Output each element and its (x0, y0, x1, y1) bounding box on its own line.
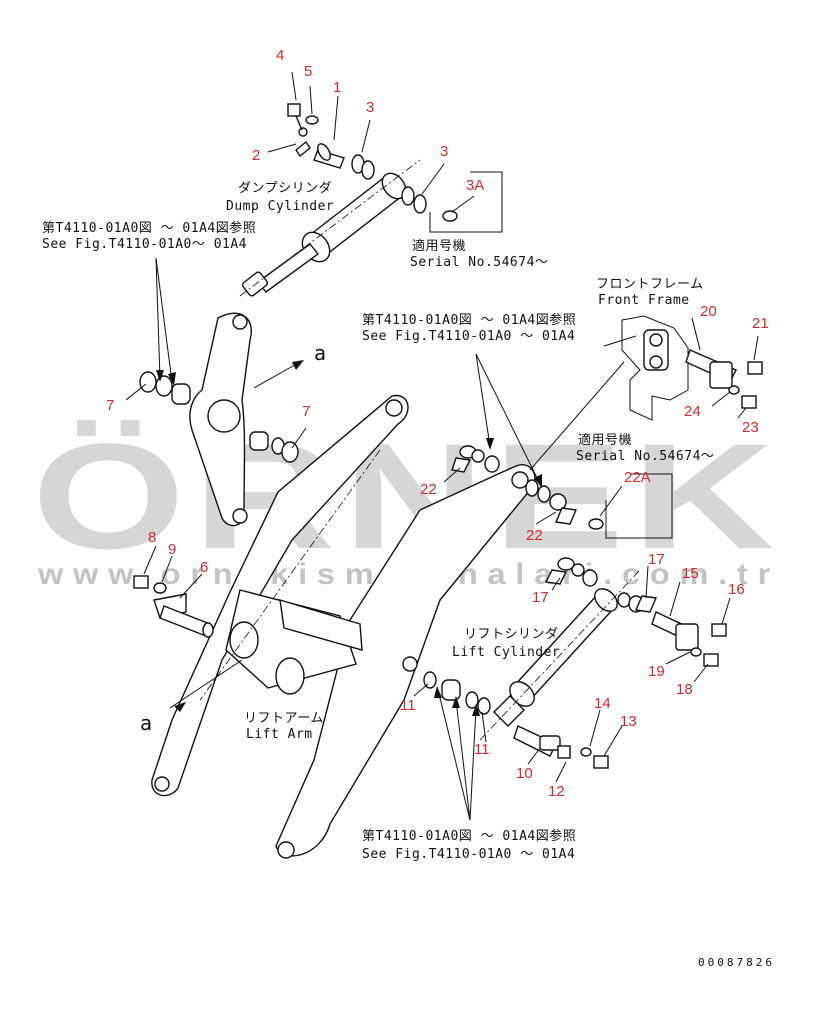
serial-note-1-en: Serial No.54674～ (410, 255, 548, 270)
callout-6: 6 (200, 559, 208, 576)
lift-arm-label-en: Lift Arm (246, 727, 313, 742)
callout-13: 13 (620, 713, 637, 730)
callout-11-left: 11 (400, 697, 416, 714)
callout-1: 1 (333, 79, 341, 96)
section-marker-a-upper: a (314, 341, 327, 365)
lift-cylinder-label-en: Lift Cylinder (452, 645, 560, 660)
callout-11-right: 11 (474, 741, 490, 758)
callout-18: 18 (676, 681, 693, 698)
lift-cylinder-drawing (423, 557, 727, 769)
callout-7-left: 7 (106, 397, 114, 414)
pin-6-drawing (133, 575, 214, 638)
leader-lines (125, 71, 759, 821)
labels: ダンプシリンダ Dump Cylinder 第T4110-01A0図 ～ 01A… (42, 181, 775, 969)
callout-4: 4 (276, 47, 284, 64)
callout-20: 20 (700, 303, 717, 320)
callout-3A: 3A (466, 177, 484, 194)
callout-5: 5 (304, 63, 312, 80)
callout-7-right: 7 (302, 403, 310, 420)
ref-note-3-jp: 第T4110-01A0図 ～ 01A4図参照 (362, 828, 576, 844)
lift-arm-drawing (151, 394, 536, 859)
front-frame-drawing (621, 315, 763, 421)
lift-arm-label-jp: リフトアーム (244, 711, 324, 726)
callout-21: 21 (752, 315, 769, 332)
lift-cylinder-label-jp: リフトシリンダ (464, 627, 559, 642)
bushings-22-drawing (451, 445, 673, 539)
serial-note-1-jp: 適用号機 (412, 238, 466, 254)
callout-15: 15 (682, 565, 699, 582)
callout-14: 14 (594, 695, 611, 712)
callout-3-lower: 3 (440, 143, 448, 160)
dump-cylinder-drawing (239, 103, 503, 297)
ref-note-1-jp: 第T4110-01A0図 ～ 01A4図参照 (42, 220, 256, 236)
drawing-number: 00087826 (698, 956, 775, 969)
callout-9: 9 (168, 541, 176, 558)
callout-22-right: 22 (526, 527, 543, 544)
callouts: 1 2 3 3 3A 4 5 6 7 7 8 9 10 11 11 12 13 … (106, 47, 769, 800)
callout-8: 8 (148, 529, 156, 546)
callout-24: 24 (684, 403, 701, 420)
ref-note-2-en: See Fig.T4110-01A0 ～ 01A4 (362, 329, 575, 344)
callout-22-left: 22 (420, 481, 437, 498)
callout-19: 19 (648, 663, 665, 680)
front-frame-label-en: Front Frame (598, 293, 690, 308)
callout-12: 12 (548, 783, 565, 800)
callout-3-upper: 3 (366, 99, 374, 116)
callout-16: 16 (728, 581, 745, 598)
callout-10: 10 (516, 765, 533, 782)
ref-note-3-en: See Fig.T4110-01A0 ～ 01A4 (362, 847, 575, 862)
front-frame-label-jp: フロントフレーム (596, 277, 704, 292)
serial-note-2-jp: 適用号機 (578, 432, 632, 448)
callout-22A: 22A (624, 469, 651, 486)
callout-17-left: 17 (532, 589, 549, 606)
dump-cylinder-label-jp: ダンプシリンダ (238, 181, 332, 196)
callout-17-right: 17 (648, 551, 665, 568)
section-marker-a-lower: a (140, 711, 153, 735)
callout-2: 2 (252, 147, 260, 164)
callout-23: 23 (742, 419, 759, 436)
bellcrank-drawing (139, 312, 299, 527)
ref-note-2-jp: 第T4110-01A0図 ～ 01A4図参照 (362, 312, 576, 328)
serial-note-2-en: Serial No.54674～ (576, 449, 714, 464)
dump-cylinder-label-en: Dump Cylinder (226, 199, 334, 214)
ref-note-1-en: See Fig.T4110-01A0～ 01A4 (42, 237, 247, 252)
